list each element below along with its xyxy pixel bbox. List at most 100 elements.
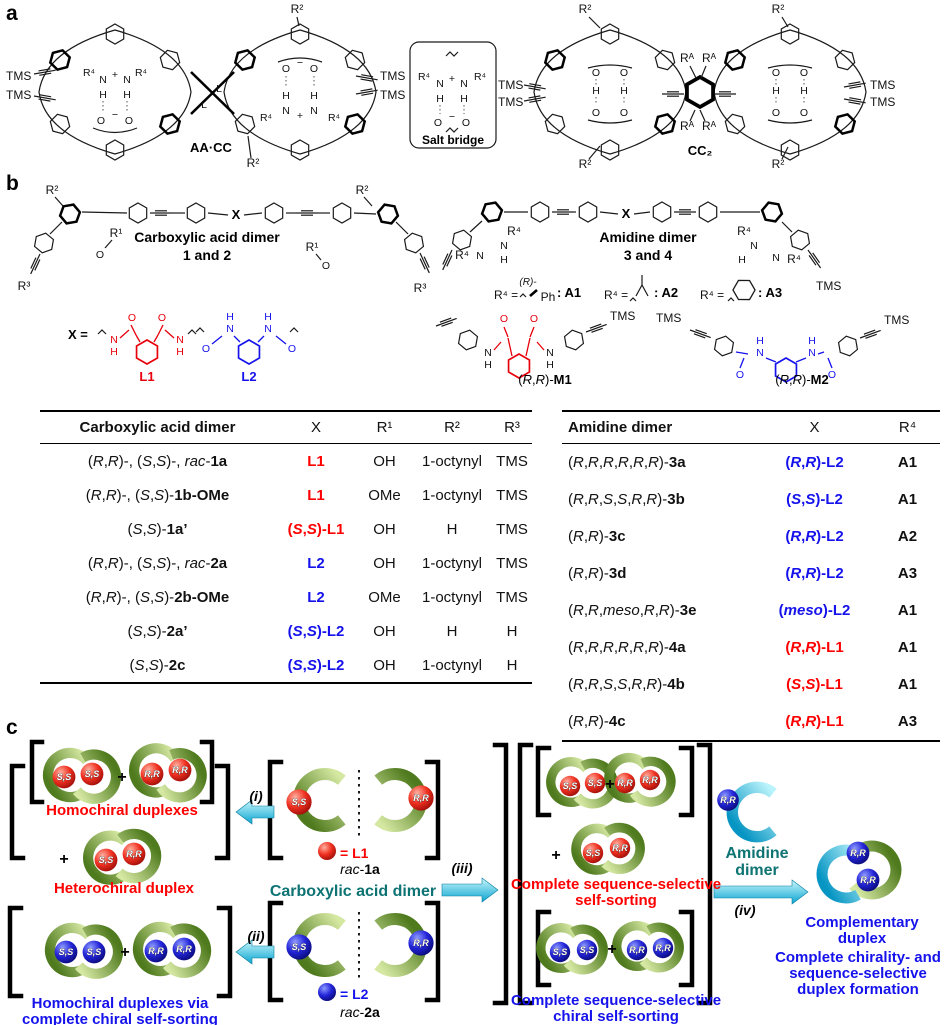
svg-text:N: N [436,78,444,90]
homochiral-via-label-1: Homochiral duplexes via [31,995,209,1012]
cell-r1: OH [373,554,396,572]
amidine-dimer-scheme-label-2: dimer [735,862,779,879]
cell-r1: OH [373,520,396,538]
cell-name: (R,R)-3d [568,565,627,582]
final-statement-label-3: duplex formation [797,981,919,998]
svg-text:R⁴: R⁴ [260,112,272,124]
cell-r1: OMe [368,588,401,606]
cell-r4: A3 [897,713,918,730]
svg-text:O: O [288,343,296,355]
cell-name: (R,R,R,R,R,R)-4a [568,639,686,656]
svg-text:−: − [112,109,118,121]
svg-text:N: N [756,347,764,359]
svg-text:O: O [592,107,600,119]
step-i-label: (i) [249,788,263,804]
cc2-label: CC₂ [688,143,713,158]
svg-text:R⁴ =: R⁴ = [604,288,628,302]
cell-r4: A1 [897,491,918,508]
l2-legend-label: = L2 [340,986,369,1002]
svg-text:+: + [605,776,614,793]
svg-text:H: H [226,311,234,323]
svg-text:H: H [99,89,107,101]
tms-label: TMS [6,69,31,83]
seq-selective-chiral-self-sorting-label-1: Complete sequence-selective [510,992,722,1009]
cell-name: (S,S)-2c [129,656,186,674]
svg-text:H: H [264,311,272,323]
rac-1a-label: rac-1a [340,861,380,877]
svg-text:R²: R² [772,2,785,16]
svg-text:R,R: R,R [413,938,429,948]
column-header-4: R³ [504,419,520,436]
cell-x: (S,S)-L2 [786,491,843,508]
svg-text:R⁴ =: R⁴ = [494,288,518,302]
cell-r4: A2 [897,528,918,545]
cell-x: (R,R)-L2 [785,454,844,471]
complementary-duplex-label-2: duplex [837,930,887,947]
final-statement-label-1: Complete chirality- and [775,949,941,966]
column-header-0: Carboxylic acid dimer [79,419,236,436]
svg-text:N: N [808,347,816,359]
svg-text:R³: R³ [18,279,31,293]
svg-text:X: X [622,206,631,221]
svg-text:R²: R² [579,157,592,171]
svg-text:N: N [772,252,780,264]
svg-text:H: H [772,85,780,97]
amidine-dimer-scheme-label-1: Amidine [725,845,789,862]
svg-text:S,S: S,S [59,947,74,957]
homochiral-duplexes-label: Homochiral duplexes [46,802,198,819]
svg-text:−: − [449,111,455,123]
salt-bridge-label: Salt bridge [422,133,484,147]
arrow-step-iv [713,879,809,905]
svg-text:R⁴: R⁴ [135,67,147,79]
arrow-step-i [235,799,275,825]
svg-text:R,R: R,R [617,778,633,788]
svg-text:R⁴: R⁴ [474,71,486,83]
svg-text:O: O [125,115,133,127]
svg-text:R²: R² [46,183,59,197]
step-iv-label: (iv) [734,902,756,918]
tms-label: TMS [610,309,635,323]
svg-text:H: H [176,346,184,358]
svg-text:H: H [800,85,808,97]
svg-text:N: N [460,78,468,90]
svg-text:R²: R² [579,2,592,16]
cell-r2: H [446,622,458,640]
cell-r1: OH [373,452,396,470]
cell-name: (R,R,R,R,R,R)-3a [568,454,686,471]
cell-name: (R,R,meso,R,R)-3e [568,602,697,619]
cell-r4: A1 [897,676,918,693]
svg-text:N: N [476,250,484,262]
svg-text:R,R: R,R [144,769,160,779]
cell-x: L2 [307,588,325,606]
svg-text:(R)-: (R)- [519,277,537,288]
svg-text:R,R: R,R [850,848,866,858]
cell-r1: OMe [368,486,401,504]
tms-label: TMS [6,88,31,102]
aacc-label: AA·CC [190,140,232,155]
cell-name: (R,R)-, (S,S)-, rac-1a [87,452,228,470]
cell-r4: A1 [897,602,918,619]
tms-label: TMS [816,279,841,293]
complementary-duplex-label-1: Complementary [805,914,919,931]
svg-text:R,R: R,R [413,793,429,803]
cell-x: (S,S)-L1 [287,520,345,538]
tms-label: TMS [870,78,895,92]
svg-text:N: N [176,334,184,346]
svg-text:R²: R² [772,157,785,171]
seq-selective-self-sorting-label-1: Complete sequence-selective [510,876,722,893]
svg-text:S,S: S,S [553,947,568,957]
svg-text:N: N [310,105,318,117]
